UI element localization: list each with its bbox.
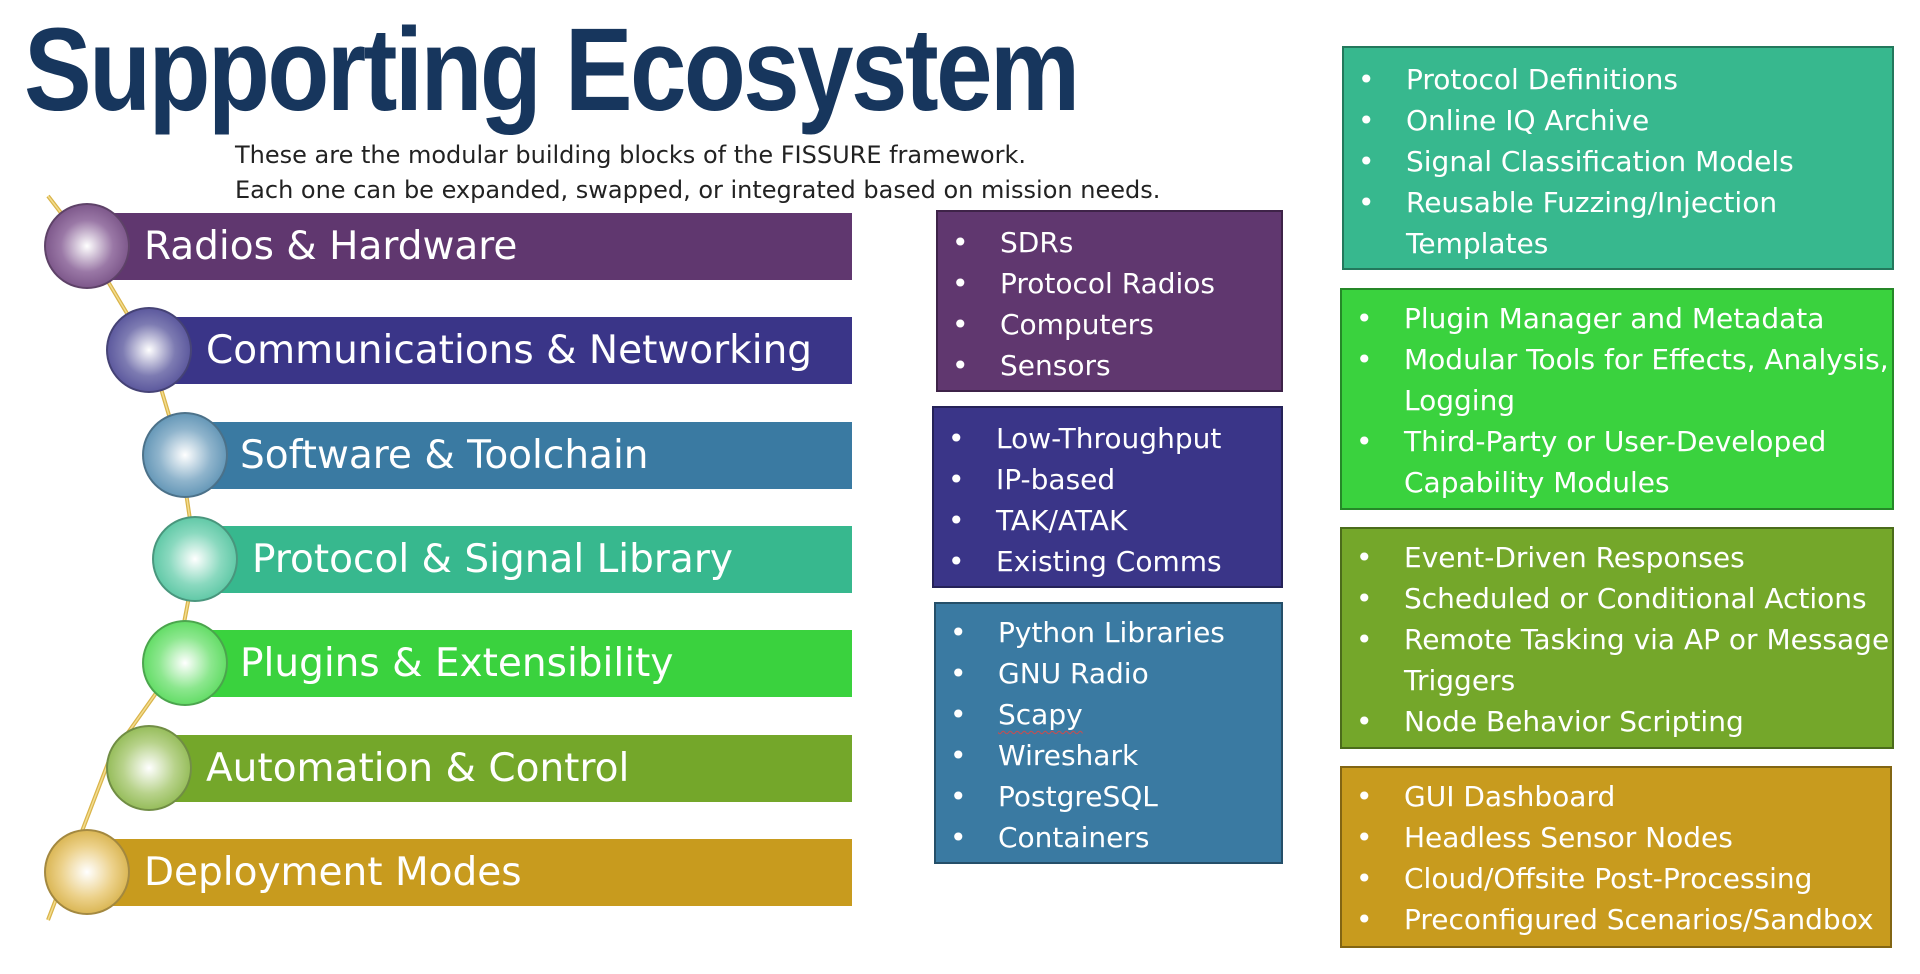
subtitle-line-1: These are the modular building blocks of… <box>235 141 1026 169</box>
list-item: Scapy <box>936 694 1281 735</box>
layer-bar-deployment-modes: Deployment Modes <box>90 839 852 906</box>
panel-communications-networking: Low-Throughput IP-based TAK/ATAK Existin… <box>932 406 1283 588</box>
layer-label: Plugins & Extensibility <box>240 641 674 686</box>
layer-bubble-radios <box>44 203 130 289</box>
layer-bar-plugins-extensibility: Plugins & Extensibility <box>188 630 852 697</box>
layer-bubble-plugins <box>142 620 228 706</box>
list-item: Containers <box>936 817 1281 858</box>
list-item: IP-based <box>934 459 1281 500</box>
layer-bubble-deployment <box>44 829 130 915</box>
list-item: Signal Classification Models <box>1344 141 1892 182</box>
layer-bar-radios-hardware: Radios & Hardware <box>90 213 852 280</box>
list-item: Remote Tasking via AP or Message Trigger… <box>1342 619 1892 701</box>
list-item: Node Behavior Scripting <box>1342 701 1892 742</box>
layer-bar-communications-networking: Communications & Networking <box>152 317 852 384</box>
list-item: Reusable Fuzzing/Injection Templates <box>1344 182 1892 264</box>
layer-label: Automation & Control <box>206 746 630 791</box>
layer-bubble-automation <box>106 725 192 811</box>
list-item: Scheduled or Conditional Actions <box>1342 578 1892 619</box>
layer-bubble-communications <box>106 307 192 393</box>
list-item: Protocol Definitions <box>1344 59 1892 100</box>
panel-software-toolchain: Python Libraries GNU Radio Scapy Wiresha… <box>934 602 1283 864</box>
panel-protocol-signal-library: Protocol Definitions Online IQ Archive S… <box>1342 46 1894 270</box>
list-item: Wireshark <box>936 735 1281 776</box>
layer-label: Software & Toolchain <box>240 433 649 478</box>
layer-label: Deployment Modes <box>144 850 522 895</box>
list-item: Online IQ Archive <box>1344 100 1892 141</box>
panel-automation-control: Event-Driven Responses Scheduled or Cond… <box>1340 527 1894 749</box>
list-item: Protocol Radios <box>938 263 1281 304</box>
list-item: Event-Driven Responses <box>1342 537 1892 578</box>
layer-bubble-protocol <box>152 516 238 602</box>
list-item: Cloud/Offsite Post-Processing <box>1342 858 1890 899</box>
layer-bar-automation-control: Automation & Control <box>152 735 852 802</box>
layer-label: Protocol & Signal Library <box>252 537 733 582</box>
list-item: SDRs <box>938 222 1281 263</box>
page-title: Supporting Ecosystem <box>24 4 1080 136</box>
list-item: Plugin Manager and Metadata <box>1342 298 1892 339</box>
list-item: PostgreSQL <box>936 776 1281 817</box>
list-item: Low-Throughput <box>934 418 1281 459</box>
list-item: GNU Radio <box>936 653 1281 694</box>
list-item: Sensors <box>938 345 1281 386</box>
list-item: Existing Comms <box>934 541 1281 582</box>
panel-radios-hardware: SDRs Protocol Radios Computers Sensors <box>936 210 1283 392</box>
panel-deployment-modes: GUI Dashboard Headless Sensor Nodes Clou… <box>1340 766 1892 948</box>
layer-bubble-software <box>142 412 228 498</box>
list-item: TAK/ATAK <box>934 500 1281 541</box>
list-item: Python Libraries <box>936 612 1281 653</box>
layer-label: Communications & Networking <box>206 328 813 373</box>
subtitle-line-2: Each one can be expanded, swapped, or in… <box>235 176 1161 204</box>
list-item-text: Scapy <box>998 698 1083 731</box>
list-item: Computers <box>938 304 1281 345</box>
layer-bar-protocol-signal-library: Protocol & Signal Library <box>196 526 852 593</box>
list-item: Third-Party or User-Developed Capability… <box>1342 421 1892 503</box>
list-item: GUI Dashboard <box>1342 776 1890 817</box>
list-item: Headless Sensor Nodes <box>1342 817 1890 858</box>
list-item: Preconfigured Scenarios/Sandbox <box>1342 899 1890 940</box>
layer-label: Radios & Hardware <box>144 224 518 269</box>
list-item: Modular Tools for Effects, Analysis, Log… <box>1342 339 1892 421</box>
panel-plugins-extensibility: Plugin Manager and Metadata Modular Tool… <box>1340 288 1894 510</box>
layer-bar-software-toolchain: Software & Toolchain <box>188 422 852 489</box>
